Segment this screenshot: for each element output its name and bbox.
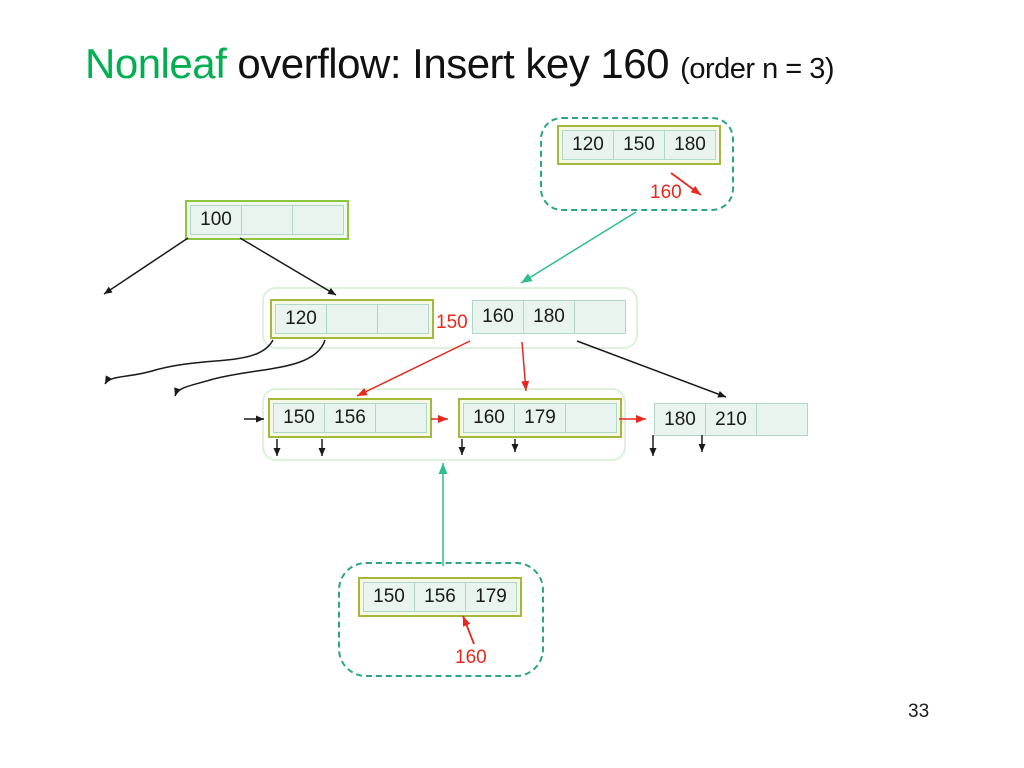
title-suffix: (order n = 3) [680, 53, 835, 85]
node-cell: 179 [514, 403, 566, 433]
node-cell: 150 [273, 403, 325, 433]
node-cell: 180 [664, 130, 716, 160]
node-cell [565, 403, 617, 433]
inserted-key-label-bottom: 160 [455, 647, 487, 668]
node-overflow-top: 120 150 180 [557, 125, 721, 165]
node-cell [756, 403, 808, 436]
node-cell: 180 [654, 403, 706, 436]
node-cell: 156 [414, 582, 466, 612]
node-internal-right: 160 180 [472, 300, 626, 334]
title-highlight: Nonleaf [85, 40, 227, 87]
inserted-key-label-top: 160 [650, 182, 682, 203]
arrow-160-to-leaf-160 [521, 341, 530, 392]
node-cell: 160 [472, 300, 524, 334]
pushed-up-key-label: 150 [436, 312, 468, 333]
node-cell: 210 [705, 403, 757, 436]
node-cell: 180 [523, 300, 575, 334]
node-cell [377, 304, 429, 334]
node-cell: 150 [613, 130, 665, 160]
node-cell: 156 [324, 403, 376, 433]
node-root: 100 [185, 200, 349, 240]
node-cell [241, 205, 293, 235]
node-cell [326, 304, 378, 334]
title-main: overflow: Insert key 160 [226, 40, 681, 87]
page-title: Nonleaf overflow: Insert key 160 (order … [85, 40, 835, 88]
node-cell: 179 [465, 582, 517, 612]
node-cell: 100 [190, 205, 242, 235]
arrow-root-left-child [103, 237, 189, 295]
node-cell [292, 205, 344, 235]
node-cell [574, 300, 626, 334]
node-internal-left: 120 [270, 299, 434, 339]
arrow-overflow-top-to-internal [520, 211, 637, 284]
node-cell: 120 [562, 130, 614, 160]
node-cell [375, 403, 427, 433]
node-leaf-150: 150 156 [268, 398, 432, 438]
node-leaf-180: 180 210 [654, 403, 808, 436]
node-leaf-160: 160 179 [458, 398, 622, 438]
node-cell: 120 [275, 304, 327, 334]
node-cell: 160 [463, 403, 515, 433]
node-cell: 150 [363, 582, 415, 612]
page-number: 33 [908, 701, 930, 722]
arrow-internal-left-child-1 [104, 339, 274, 385]
node-overflow-bottom: 150 156 179 [358, 577, 522, 617]
